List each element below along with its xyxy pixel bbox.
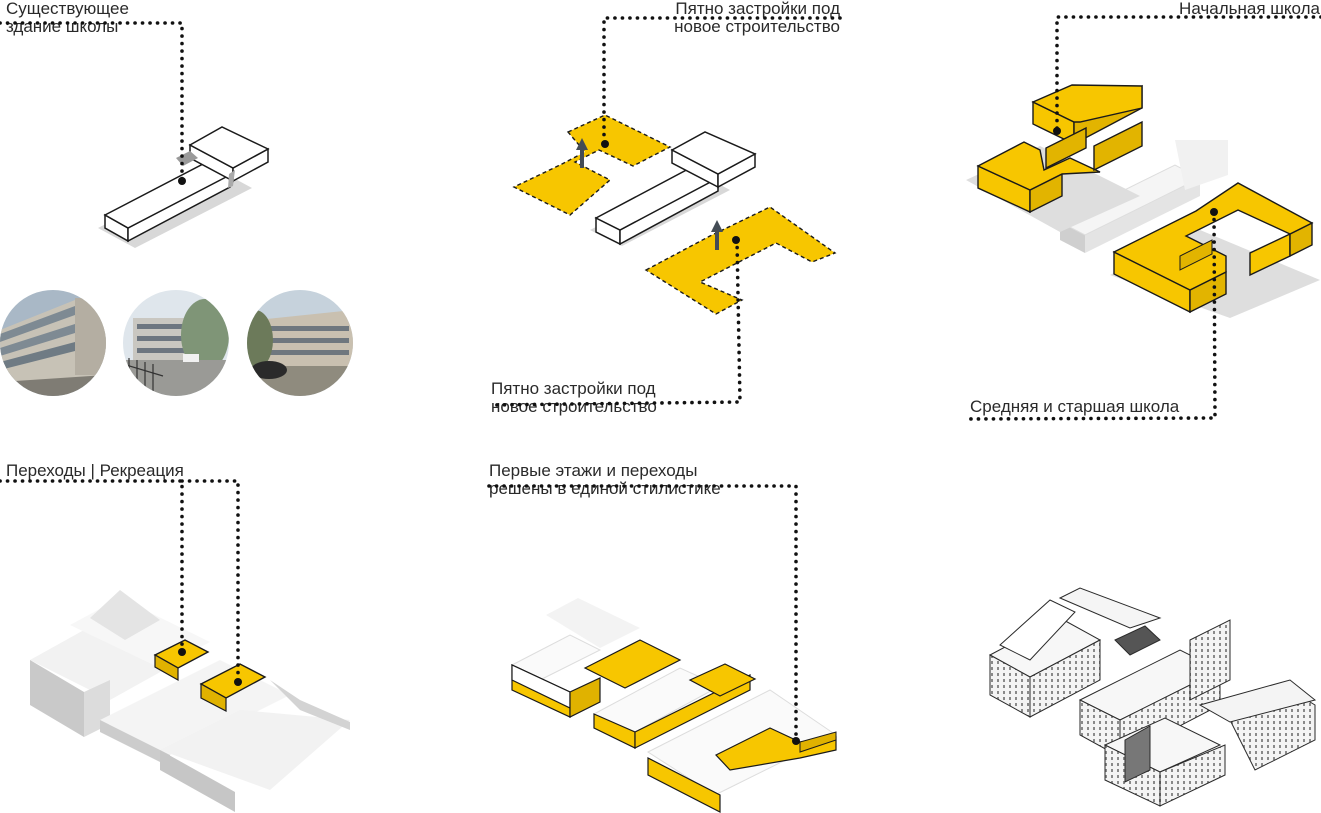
leader-primary bbox=[1055, 15, 1321, 132]
massing-passages-group bbox=[30, 590, 350, 812]
leader-passage-2 bbox=[180, 479, 240, 682]
photo-existing-school-1 bbox=[0, 290, 106, 396]
massing-ground-floors-group bbox=[510, 598, 837, 813]
leader-existing bbox=[0, 21, 184, 182]
leader-passage-1 bbox=[0, 479, 184, 652]
primary-school-massing bbox=[966, 84, 1143, 232]
label-footprint-bottom: Пятно застройки под новое строительство bbox=[491, 379, 657, 416]
label-ground-floors: Первые этажи и переходы решены в единой … bbox=[489, 461, 721, 498]
final-school-rendering bbox=[988, 587, 1317, 807]
existing-building-middle bbox=[590, 131, 757, 246]
existing-school-building bbox=[98, 126, 270, 248]
arrow-up-icon bbox=[576, 138, 588, 168]
label-passages-recreation: Переходы | Рекреация bbox=[6, 461, 184, 480]
label-primary-school: Начальная школа bbox=[1179, 0, 1320, 18]
leader-ground-floors bbox=[487, 484, 798, 742]
leader-middle-senior bbox=[965, 210, 1217, 421]
leader-footprint-bottom bbox=[488, 238, 742, 407]
leader-footprint-top bbox=[602, 16, 842, 144]
label-middle-senior-school: Средняя и старшая школа bbox=[970, 397, 1180, 416]
footprint-plot-bottom bbox=[644, 206, 837, 315]
leader-lines bbox=[0, 15, 1321, 742]
arrow-up-icon bbox=[711, 220, 723, 250]
leader-endpoints bbox=[178, 127, 1218, 745]
label-footprint-top: Пятно застройки под новое строительство bbox=[674, 0, 840, 36]
photo-existing-school-3 bbox=[247, 290, 353, 396]
footprint-plot-top bbox=[512, 114, 672, 216]
